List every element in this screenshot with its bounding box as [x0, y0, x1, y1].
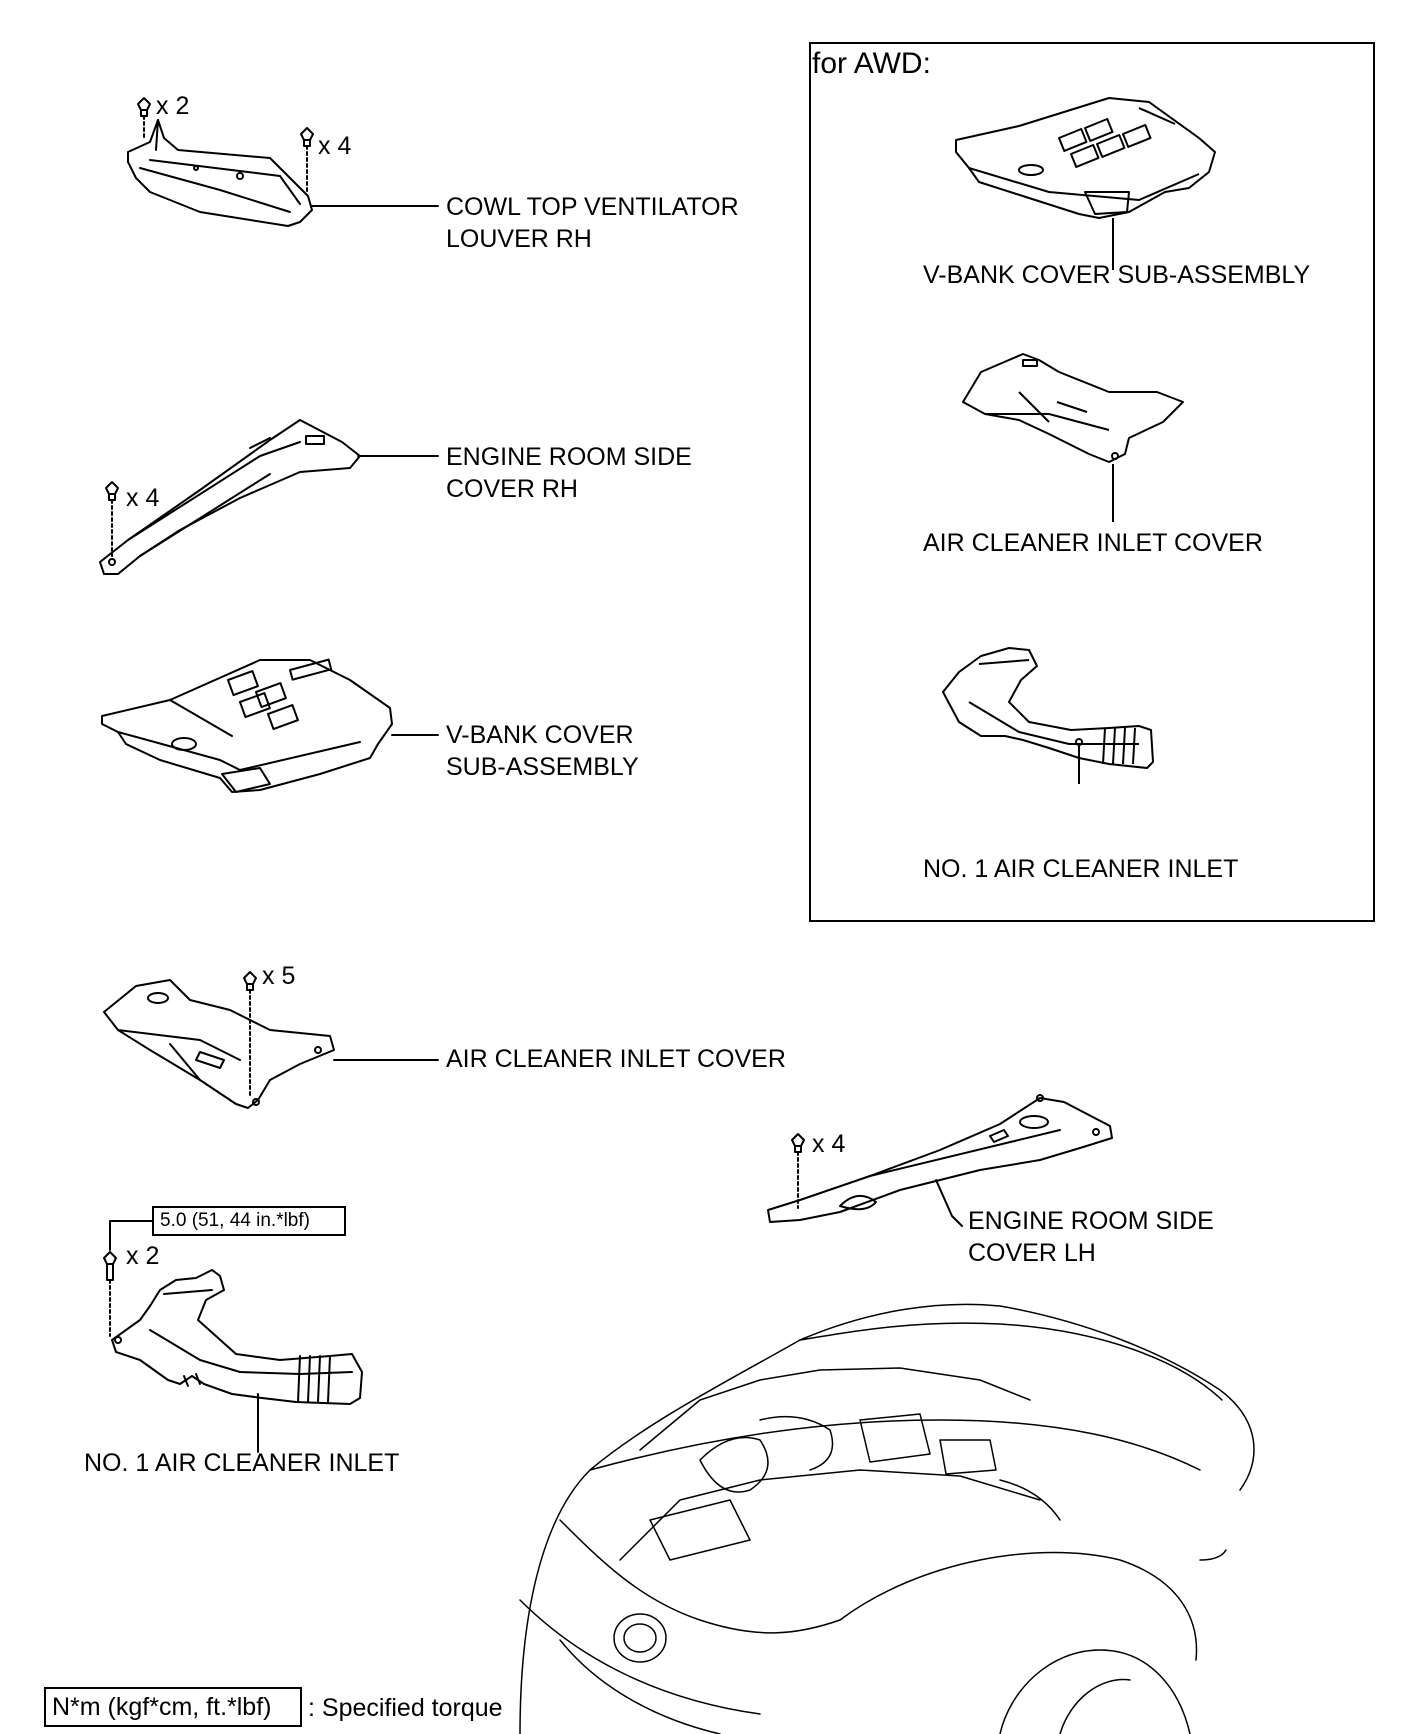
side-cover-rh-label-line2: COVER RH [446, 475, 578, 503]
vehicle-engine-bay-drawing [519, 1303, 1255, 1734]
vbank-cover-drawing [101, 658, 393, 793]
inlet-bolt-quantity: x 2 [126, 1242, 160, 1270]
awd-panel [809, 42, 1375, 922]
side-cover-rh-clip-quantity: x 4 [126, 484, 160, 512]
bolt-icon [103, 1251, 117, 1337]
inlet-cover-clip-quantity: x 5 [262, 962, 296, 990]
awd-vbank-cover-label: V-BANK COVER SUB-ASSEMBLY [923, 261, 1311, 289]
torque-spec-box: 5.0 (51, 44 in.*lbf) [152, 1206, 346, 1236]
clip-icon [243, 971, 257, 1099]
awd-air-cleaner-inlet-cover-drawing [962, 353, 1184, 463]
cowl-clip-quantity-b: x 4 [318, 132, 352, 160]
air-cleaner-inlet-cover-label: AIR CLEANER INLET COVER [446, 1045, 786, 1073]
no1-air-cleaner-inlet-label: NO. 1 AIR CLEANER INLET [84, 1449, 400, 1477]
clip-icon [137, 97, 151, 141]
awd-panel-title: for AWD: [812, 47, 931, 80]
cowl-top-ventilator-label-line2: LOUVER RH [446, 225, 592, 253]
torque-leader [109, 1220, 153, 1251]
awd-no1-air-cleaner-inlet-label: NO. 1 AIR CLEANER INLET [923, 855, 1239, 883]
vbank-cover-label-line2: SUB-ASSEMBLY [446, 753, 639, 781]
no1-air-cleaner-inlet-drawing [111, 1269, 363, 1405]
cowl-top-ventilator-label-line1: COWL TOP VENTILATOR [446, 193, 739, 221]
leader-line [935, 1179, 963, 1227]
air-cleaner-inlet-cover-drawing [103, 979, 335, 1109]
clip-icon [791, 1133, 805, 1209]
awd-air-cleaner-inlet-cover-label: AIR CLEANER INLET COVER [923, 529, 1263, 557]
clip-icon [300, 127, 314, 195]
engine-room-side-cover-lh-drawing [767, 1094, 1113, 1223]
side-cover-rh-label-line1: ENGINE ROOM SIDE [446, 443, 692, 471]
engine-room-side-cover-rh-drawing [99, 419, 361, 575]
side-cover-lh-label-line2: COVER LH [968, 1239, 1096, 1267]
cowl-top-ventilator-drawing [127, 119, 313, 227]
awd-no1-air-cleaner-inlet-drawing [942, 647, 1154, 769]
side-cover-lh-clip-quantity: x 4 [812, 1130, 846, 1158]
awd-drawing [942, 97, 1216, 784]
clip-icon [105, 481, 119, 557]
side-cover-lh-label-line1: ENGINE ROOM SIDE [968, 1207, 1214, 1235]
legend-unit-box: N*m (kgf*cm, ft.*lbf) [44, 1687, 302, 1727]
vbank-cover-label-line1: V-BANK COVER [446, 721, 634, 749]
awd-vbank-cover-drawing [955, 97, 1216, 219]
cowl-clip-quantity-a: x 2 [156, 92, 190, 120]
legend-text: : Specified torque [308, 1694, 503, 1722]
